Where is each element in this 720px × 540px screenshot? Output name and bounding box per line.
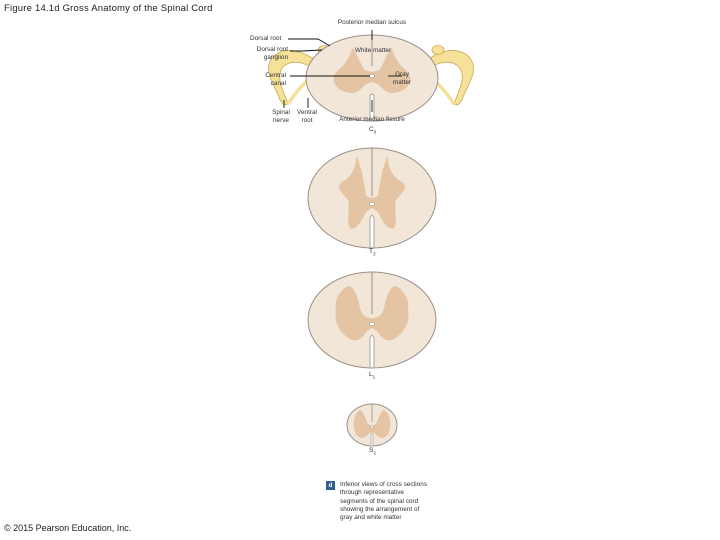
label-dorsal-root: Dorsal root	[250, 35, 282, 42]
figure-caption: Inferior views of cross sections through…	[340, 481, 428, 522]
cross-section-s2	[346, 403, 398, 447]
figure-title: Figure 14.1d Gross Anatomy of the Spinal…	[4, 3, 213, 14]
label-central-canal: Central canal	[265, 72, 286, 88]
l1-gray-matter	[335, 286, 409, 341]
label-white-matter: White matter	[354, 47, 392, 54]
label-spinal-nerve: Spinal nerve	[272, 109, 290, 125]
label-anterior-median-fissure: Anterior median fissure	[339, 116, 405, 123]
c3-central-canal	[369, 73, 375, 79]
t3-anterior-median-fissure	[369, 215, 375, 247]
segment-label-s2: S2	[369, 447, 376, 456]
leader-dorsal-root-ganglion	[290, 49, 323, 52]
segment-label-t3: T3	[369, 248, 376, 257]
right-spinal-nerve	[423, 50, 474, 106]
segment-label-c3: C3	[369, 126, 377, 135]
left-spinal-nerve	[268, 50, 319, 106]
c3-gray-matter	[333, 48, 411, 94]
cross-section-l1	[307, 271, 437, 369]
leader-lines	[283, 30, 402, 112]
copyright-notice: © 2015 Pearson Education, Inc.	[4, 523, 132, 533]
leader-dorsal-root	[288, 38, 331, 47]
cross-section-t3	[307, 147, 437, 249]
s2-central-canal	[370, 425, 374, 429]
t3-central-canal	[369, 201, 375, 207]
l1-anterior-median-fissure	[369, 335, 375, 367]
cross-section-c3	[305, 34, 439, 122]
s2-gray-matter	[353, 410, 391, 438]
segment-label-l1: L1	[369, 371, 376, 380]
l1-central-canal	[369, 321, 375, 327]
label-ventral-root: Ventral root	[297, 109, 317, 125]
t3-gray-matter	[338, 156, 406, 229]
panel-letter-badge: d	[326, 481, 335, 490]
s2-anterior-median-fissure	[370, 432, 374, 446]
right-dorsal-root-ganglion	[431, 45, 445, 55]
label-dorsal-root-ganglion: Dorsal root ganglion	[256, 46, 288, 62]
label-gray-matter: Gray matter	[392, 71, 412, 87]
label-posterior-median-sulcus: Posterior median sulcus	[337, 19, 407, 26]
